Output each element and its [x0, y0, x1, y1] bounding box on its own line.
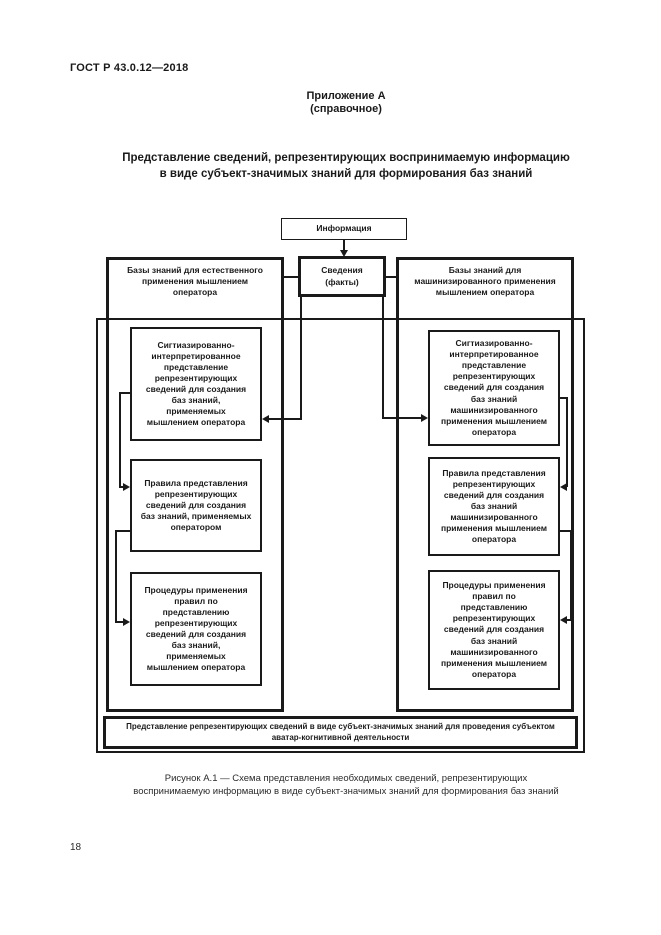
left-box-2: Правила представления репрезентирующих с… [130, 459, 262, 552]
annex-heading: Приложение А (справочное) [306, 90, 386, 115]
standard-reference: ГОСТ Р 43.0.12—2018 [70, 62, 189, 74]
left-frame-title: Базы знаний для естественного применения… [127, 265, 263, 297]
right-box-1: Сигтиазированно- интерпретированное пред… [428, 330, 560, 446]
right-box-3: Процедуры применения правил по представл… [428, 570, 560, 690]
figure-caption: Рисунок А.1 — Схема представления необхо… [133, 773, 559, 797]
facts-box: Сведения (факты) [298, 256, 386, 297]
right-box-2: Правила представления репрезентирующих с… [428, 457, 560, 556]
representation-result-box: Представление репрезентирующих сведений … [103, 716, 578, 749]
page-number: 18 [70, 842, 82, 853]
left-box-1: Сигтиазированно- интерпретированное пред… [130, 327, 262, 441]
document-title: Представление сведений, репрезентирующих… [122, 152, 570, 180]
information-box: Информация [281, 218, 407, 240]
right-frame-title: Базы знаний для машинизированного примен… [414, 265, 556, 297]
left-box-3: Процедуры применения правил по представл… [130, 572, 262, 686]
outer-representation-frame [96, 318, 585, 753]
left-knowledge-bases-frame: Базы знаний для естественного применения… [106, 257, 284, 712]
right-knowledge-bases-frame: Базы знаний для машинизированного примен… [396, 257, 574, 712]
